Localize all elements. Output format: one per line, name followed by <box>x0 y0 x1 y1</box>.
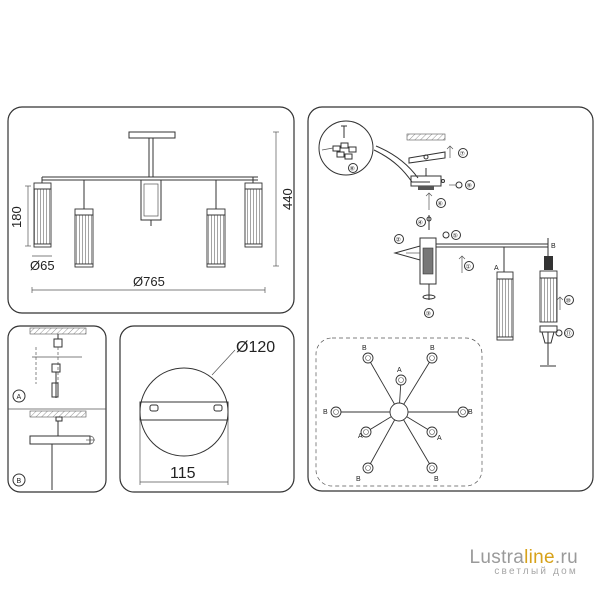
layout-shade-mark <box>426 426 438 438</box>
brand-logo: Lustraline.ru <box>469 547 578 568</box>
layout-shade-mark <box>362 352 374 364</box>
assembly-panel: ⑧ ⑦ ⑨ ⑥ ④ ⑤ ② <box>307 106 594 492</box>
total-width-label: Ø765 <box>133 274 165 289</box>
layout-label-top-center: A <box>397 367 402 374</box>
brand-watermark: Lustraline.ru светлый дом <box>470 547 578 577</box>
layout-spoke <box>367 357 400 413</box>
layout-spokes <box>330 352 469 474</box>
layout-shade-mark <box>457 406 469 418</box>
layout-shade-mark <box>426 352 438 364</box>
layout-shade-inner-mark <box>365 465 371 471</box>
step-label-3: ③ <box>426 311 431 318</box>
dimensions-panel: 180 440 Ø65 Ø765 <box>7 106 295 314</box>
shade-outer-left <box>33 182 52 248</box>
shade-height-label: 180 <box>9 206 24 228</box>
step-label-2: ② <box>396 237 401 244</box>
step-label-4: ④ <box>418 220 423 227</box>
layout-shade-inner-mark <box>365 355 371 361</box>
layout-shade-mark <box>362 462 374 474</box>
layout-label-top-left: B <box>362 345 367 352</box>
step-label-8: ⑧ <box>350 166 355 173</box>
step-label-11: ⑪ <box>566 330 572 338</box>
layout-spoke <box>398 357 433 413</box>
layout-label-bottom-left-a: A <box>358 433 363 440</box>
layout-shade-inner-mark <box>429 355 435 361</box>
layout-shade-mark <box>395 374 407 386</box>
step-label-9: ⑨ <box>467 183 472 190</box>
layout-shade-inner-mark <box>398 377 404 383</box>
layout-label-bottom-left: B <box>356 476 361 483</box>
brand-tagline: светлый дом <box>494 566 578 577</box>
wire-connector-detail <box>321 125 357 160</box>
layout-label-right: B <box>468 409 473 416</box>
layout-shade-inner-mark <box>333 409 339 415</box>
layout-view: B A B B B A A B B <box>315 337 483 487</box>
shade-label-b: B <box>551 243 556 250</box>
shade-label-a: A <box>494 265 499 272</box>
layout-shade-inner-mark <box>429 429 435 435</box>
shade-diameter-label: Ø65 <box>30 258 55 273</box>
layout-shade-inner-mark <box>429 465 435 471</box>
layout-shade-inner-mark <box>460 409 466 415</box>
mount-label-a: A <box>17 394 22 401</box>
layout-label-left: B <box>323 409 328 416</box>
step-label-1: ① <box>466 264 471 271</box>
shade-inner-right <box>206 208 226 268</box>
layout-shade-inner-mark <box>363 429 369 435</box>
canopy-panel: Ø120 115 <box>119 325 295 493</box>
mounting-panel: A B <box>7 325 107 493</box>
layout-label-top-right: B <box>430 345 435 352</box>
step-label-6: ⑥ <box>438 201 443 208</box>
step-label-10: ⑩ <box>566 298 571 305</box>
mount-label-b: B <box>17 478 22 485</box>
step-label-7: ⑦ <box>460 151 465 158</box>
shade-outer-right <box>244 182 263 248</box>
total-height-label: 440 <box>280 188 295 210</box>
layout-spoke <box>398 411 433 469</box>
layout-shade-mark <box>330 406 342 418</box>
layout-shade-mark <box>360 426 372 438</box>
layout-label-bottom-right-a: A <box>437 435 442 442</box>
shade-inner-left <box>74 208 94 268</box>
layout-label-bottom-right: B <box>434 476 439 483</box>
layout-shade-mark <box>426 462 438 474</box>
canopy-diameter-label: Ø120 <box>236 339 275 356</box>
mount-spacing-label: 115 <box>170 465 196 482</box>
step-label-5: ⑤ <box>453 233 458 240</box>
layout-spoke <box>367 411 400 469</box>
